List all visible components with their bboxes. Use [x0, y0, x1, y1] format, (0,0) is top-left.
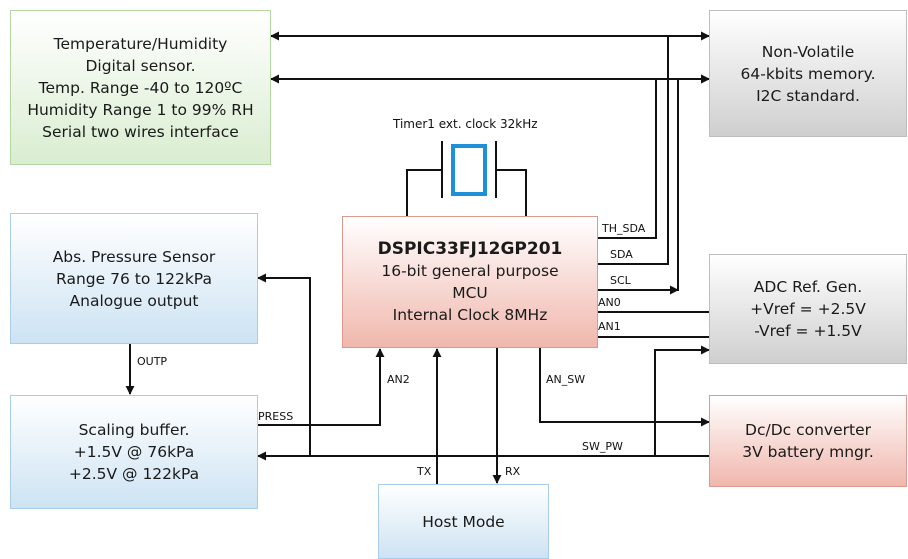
th-sda-wire	[598, 79, 657, 239]
dcdc-line-1: Dc/Dc converter	[745, 421, 871, 439]
an-sw-wire	[539, 348, 710, 427]
temp-sensor-line-2: Digital sensor.	[85, 56, 196, 75]
scaling-line-2: +1.5V @ 76kPa	[73, 443, 195, 461]
adc-line-3: -Vref = +1.5V	[754, 322, 862, 340]
memory-line-1: Non-Volatile	[761, 42, 855, 61]
sw-pw-label: SW_PW	[582, 440, 623, 453]
memory-box: Non-Volatile 64-kbits memory. I2C standa…	[709, 10, 907, 137]
pressure-sensor-box: Abs. Pressure Sensor Range 76 to 122kPa …	[10, 213, 258, 344]
th-sda-label: TH_SDA	[602, 222, 646, 235]
an0-label: AN0	[598, 296, 621, 309]
dcdc-line-2: 3V battery mngr.	[742, 443, 874, 461]
press-label: PRESS	[258, 410, 294, 423]
pressure-line-2: Range 76 to 122kPa	[56, 269, 212, 288]
temp-sensor-line-3: Temp. Range -40 to 120ºC	[38, 78, 243, 97]
scl-wire	[598, 74, 710, 291]
mcu-line-3: MCU	[452, 284, 488, 302]
scaling-line-3: +2.5V @ 122kPa	[68, 465, 200, 483]
an2-label: AN2	[387, 373, 410, 386]
crystal-icon	[451, 144, 487, 196]
adc-line-2: +Vref = +2.5V	[750, 300, 866, 318]
outp-label: OUTP	[137, 355, 168, 368]
rx-label: RX	[505, 465, 521, 478]
scl-label: SCL	[610, 274, 631, 287]
pressure-feed-wire	[257, 273, 311, 456]
temp-sensor-line-1: Temperature/Humidity	[53, 34, 228, 53]
adc-reference-box: ADC Ref. Gen. +Vref = +2.5V -Vref = +1.5…	[709, 254, 907, 364]
an-sw-label: AN_SW	[546, 373, 586, 386]
crystal-label: Timer1 ext. clock 32kHz	[393, 117, 538, 131]
scaling-line-1: Scaling buffer.	[78, 421, 190, 439]
mcu-part-number: DSPIC33FJ12GP201	[377, 239, 563, 259]
sw-pw-to-adc	[654, 345, 710, 456]
press-wire	[258, 348, 385, 426]
temperature-humidity-sensor-box: Temperature/Humidity Digital sensor. Tem…	[10, 10, 271, 165]
mcu-line-4: Internal Clock 8MHz	[392, 306, 548, 324]
tx-label: TX	[417, 465, 432, 478]
sda-wire	[598, 36, 669, 265]
scaling-buffer-box: Scaling buffer. +1.5V @ 76kPa +2.5V @ 12…	[10, 395, 258, 509]
temp-sensor-line-5: Serial two wires interface	[42, 122, 239, 141]
dcdc-converter-box: Dc/Dc converter 3V battery mngr.	[709, 395, 907, 487]
crystal-lead-right	[496, 169, 527, 216]
mcu-box: DSPIC33FJ12GP201 16-bit general purpose …	[342, 216, 598, 348]
an1-label: AN1	[598, 320, 621, 333]
mcu-line-2: 16-bit general purpose	[381, 262, 559, 280]
pressure-line-3: Analogue output	[69, 291, 199, 310]
host-mode-box: Host Mode	[378, 484, 549, 559]
memory-line-2: 64-kbits memory.	[740, 64, 876, 83]
crystal-lead-left	[406, 169, 442, 216]
sda-label: SDA	[610, 248, 633, 261]
host-line-1: Host Mode	[422, 512, 505, 531]
temp-sensor-line-4: Humidity Range 1 to 99% RH	[27, 100, 254, 119]
pressure-line-1: Abs. Pressure Sensor	[52, 247, 216, 266]
memory-line-3: I2C standard.	[756, 86, 860, 105]
adc-line-1: ADC Ref. Gen.	[753, 278, 863, 296]
